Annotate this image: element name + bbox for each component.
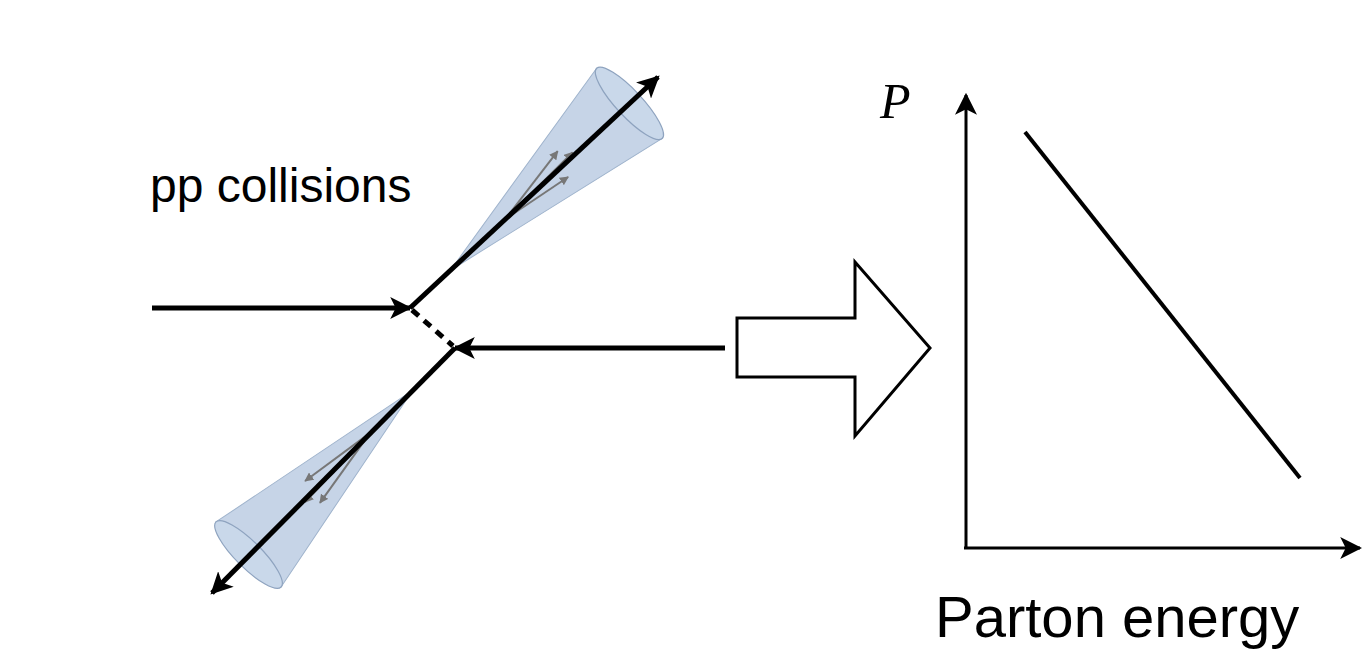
axis-label: Parton energy: [935, 588, 1299, 646]
incoming-parton: [152, 306, 410, 311]
title-label: pp collisions: [150, 162, 411, 210]
exchange-line: [412, 310, 453, 346]
outgoing-parton: [410, 77, 658, 308]
incoming-parton: [455, 346, 725, 351]
outgoing-parton: [212, 348, 455, 593]
block-arrow: [737, 262, 930, 436]
y-axis: [965, 95, 968, 548]
probability-line: [1025, 132, 1300, 478]
axis-label: P: [880, 76, 911, 126]
x-axis: [964, 547, 1360, 550]
